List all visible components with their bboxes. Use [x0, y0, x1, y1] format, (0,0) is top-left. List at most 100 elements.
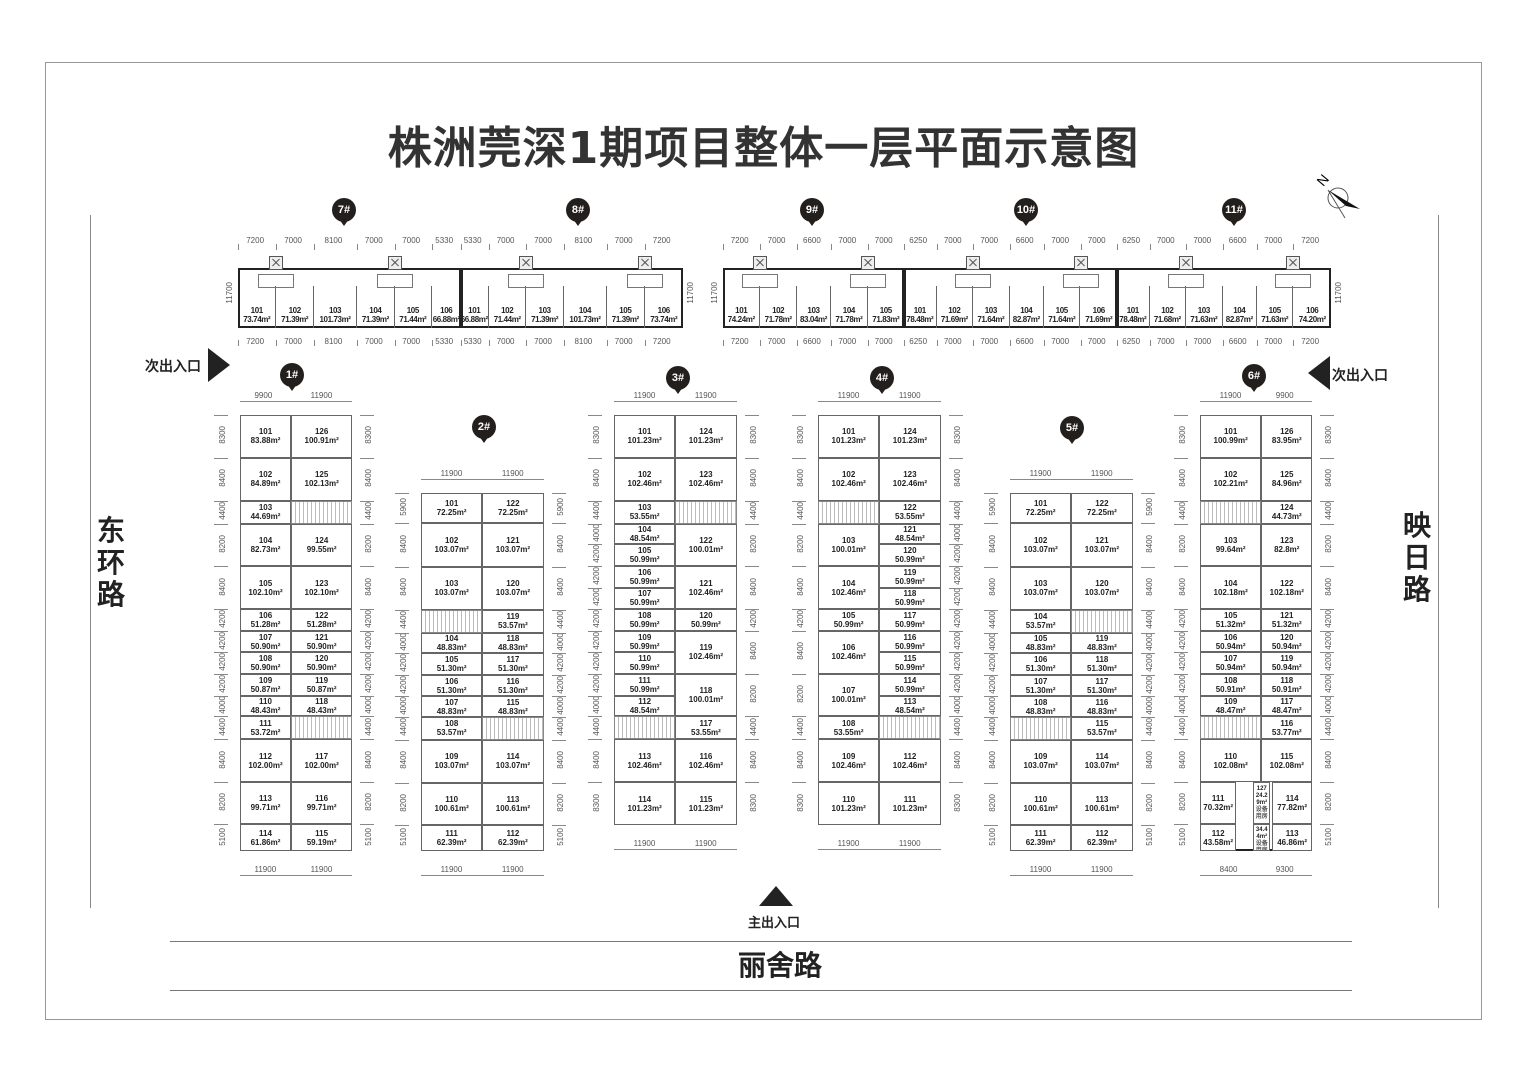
unit-number: 111 [1034, 829, 1047, 839]
unit-number: 106 [1033, 654, 1048, 664]
unit-number: 105 [1055, 306, 1069, 315]
unit-number: 121 [1095, 536, 1109, 545]
dimension-label: 4200 [952, 588, 962, 607]
unit-area: 101.23m² [688, 803, 724, 813]
unit-number: 106 [657, 306, 671, 315]
dimension-label: 4400 [796, 502, 805, 521]
building-8 [460, 268, 683, 328]
unit-area: 51.30m² [1025, 663, 1056, 673]
dimension-tick [744, 565, 759, 567]
stair-area [879, 716, 941, 739]
dimension-tick [1256, 340, 1258, 346]
unit-area: 102.08m² [1213, 760, 1248, 770]
unit-number: 102 [288, 306, 302, 315]
dimension-label: 9300 [1275, 864, 1294, 874]
dimension-label: 5100 [988, 828, 997, 847]
unit-number: 117 [1095, 676, 1109, 686]
unit-number: 105 [841, 610, 856, 620]
dimension-label: 7000 [1156, 236, 1175, 245]
dimension-label: 7000 [402, 337, 421, 346]
dimension-tick [1174, 716, 1188, 718]
dimension-tick [214, 523, 228, 525]
dimension-tick [936, 244, 938, 250]
unit-area: 101.73m² [319, 315, 351, 324]
unit-area: 48.54m² [629, 533, 660, 543]
dimension-tick [395, 739, 409, 741]
dimension-label: 4000 [988, 632, 997, 651]
elevator-icon [637, 256, 652, 270]
dimension-label: 8400 [1324, 469, 1334, 488]
dimension-label: 6600 [1228, 236, 1247, 245]
unit-number: 103 [984, 306, 998, 315]
unit-number: 105 [258, 578, 273, 588]
unit-number: 104 [369, 306, 382, 315]
room-use: 设备用房 [1255, 806, 1268, 820]
unit-area: 50.99m² [691, 619, 721, 629]
stair-core [258, 274, 295, 288]
stair-core [849, 274, 886, 288]
entrance-arrow-up-icon [759, 886, 793, 906]
dimension-line [818, 848, 941, 850]
unit-number: 124 [1280, 503, 1294, 513]
unit-area: 83.88m² [250, 436, 281, 446]
unit-area: 50.91m² [1271, 684, 1302, 694]
dimension-tick [948, 674, 963, 676]
unit-area: 50.94m² [1215, 641, 1246, 651]
dimension-label: 8400 [796, 577, 805, 596]
dimension-tick [551, 674, 566, 676]
dimension-tick [644, 244, 646, 250]
dimension-tick [395, 696, 409, 698]
dimension-label: 8200 [1324, 793, 1334, 812]
dimension-label: 4000 [988, 696, 997, 715]
dimension-tick [395, 523, 409, 525]
dimension-tick [394, 340, 396, 346]
unit-area: 50.91m² [1215, 684, 1246, 694]
unit-area: 59.19m² [306, 837, 337, 847]
dimension-label: 8400 [988, 535, 997, 553]
dimension-label: 7000 [1156, 337, 1175, 346]
dimension-label: 11900 [1029, 469, 1052, 478]
dimension-label: 8400 [218, 577, 227, 596]
dimension-label: 4000 [555, 632, 565, 651]
unit-area: 71.64m² [1048, 315, 1076, 324]
unit-number: 119 [1095, 633, 1109, 643]
unit-number: 103 [328, 306, 342, 315]
dimension-tick [1140, 632, 1155, 634]
dimension-label: 7000 [496, 236, 515, 245]
dimension-tick [313, 244, 315, 250]
stair-core [626, 274, 663, 288]
dimension-tick [973, 340, 975, 346]
unit-number: 114 [638, 794, 652, 804]
unit-area: 101.23m² [892, 803, 928, 813]
dimension-label: 8200 [1144, 794, 1154, 812]
dimension-tick [214, 824, 228, 826]
unit-area: 48.83m² [1025, 706, 1056, 716]
unit-number: 121 [314, 632, 329, 642]
dimension-label: 7000 [364, 337, 383, 346]
dimension-label: 8400 [1219, 864, 1238, 874]
dimension-tick [1140, 717, 1155, 719]
unit-number: 122 [1095, 499, 1109, 509]
unit-number: 114 [506, 752, 520, 762]
dimension-tick [984, 717, 998, 719]
dimension-tick [1044, 340, 1045, 346]
dimension-label: 8300 [1178, 426, 1187, 445]
dimension-tick [360, 523, 375, 525]
dimension-tick [488, 244, 490, 250]
dimension-tick [1320, 523, 1335, 525]
